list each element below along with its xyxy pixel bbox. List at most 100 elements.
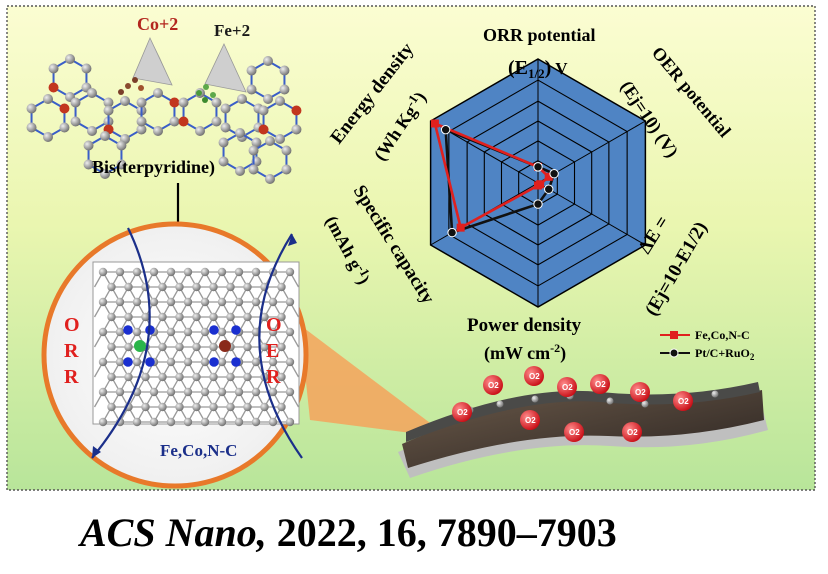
lattice-carbon-atom (217, 357, 227, 367)
radar-chart (429, 58, 647, 308)
lattice-carbon-atom (158, 312, 167, 322)
carbon-atom (116, 140, 127, 151)
journal-name: ACS Nano, (80, 510, 267, 555)
carbon-atom (220, 103, 231, 114)
lattice-carbon-atom (243, 282, 252, 292)
lattice-carbon-atom (251, 357, 261, 367)
series-fecon-marker (534, 181, 542, 190)
lattice-carbon-atom (115, 387, 125, 397)
lattice-carbon-atom (200, 327, 210, 337)
carbon-atom (248, 145, 259, 156)
lattice-carbon-atom (251, 327, 261, 337)
lattice-carbon-atom (98, 327, 108, 337)
lattice-carbon-atom (166, 357, 176, 367)
oxygen-bubble-label: O2 (457, 408, 468, 417)
oxygen-bubble (524, 366, 544, 386)
iron-ion-cone (196, 43, 247, 103)
lattice-carbon-atom (107, 402, 116, 412)
series-fecon-marker (544, 172, 553, 181)
carbon-atom (153, 88, 163, 98)
lattice-carbon-atom (132, 267, 142, 277)
lattice-carbon-atom (98, 267, 108, 277)
lattice-carbon-atom (175, 402, 184, 412)
lattice-carbon-atom (124, 342, 133, 352)
lattice-carbon-atom (115, 357, 125, 367)
lattice-carbon-atom (141, 312, 150, 322)
nitrogen-atom (291, 105, 302, 116)
lattice-carbon-atom (183, 357, 193, 367)
fe-site-atom (134, 340, 146, 352)
oxygen-bubble (452, 402, 472, 422)
oxygen-bubble-label: O2 (635, 388, 646, 397)
lattice-nitrogen-atom (145, 357, 155, 367)
oxygen-bubble-label: O2 (529, 372, 540, 381)
series-ptc-marker (447, 227, 457, 238)
power-axis-unit: (mW cm-2) (484, 341, 566, 364)
lattice-carbon-atom (285, 417, 295, 427)
cobalt-ion-label: Co+2 (137, 14, 178, 34)
oxygen-bubble-label: O2 (678, 397, 689, 406)
carbon-atom (258, 105, 269, 116)
lattice-carbon-atom (98, 297, 108, 307)
lattice-carbon-atom (200, 387, 210, 397)
lattice-carbon-atom (243, 402, 252, 412)
co-site-atom (219, 340, 231, 352)
lattice-carbon-atom (285, 297, 295, 307)
lattice-carbon-atom (192, 282, 201, 292)
carbon-atom (70, 116, 81, 127)
carbon-atom (235, 166, 245, 176)
lattice-nitrogen-atom (231, 357, 241, 367)
callout-wedge (300, 325, 450, 438)
carbon-atom (83, 159, 94, 170)
lattice-carbon-atom (124, 282, 133, 292)
carbon-atom (87, 126, 97, 136)
lattice-carbon-atom (107, 342, 116, 352)
lattice-carbon-atom (124, 372, 133, 382)
carbon-atom (220, 122, 231, 133)
catalyst-particle (641, 400, 649, 408)
carbon-atom (26, 122, 37, 133)
orr-axis-title: ORR potential (483, 25, 596, 45)
lattice-carbon-atom (107, 282, 116, 292)
lattice-carbon-atom (285, 357, 295, 367)
oxygen-bubble (564, 422, 584, 442)
catalyst-particle (606, 397, 614, 405)
lattice-carbon-atom (115, 267, 125, 277)
lattice-carbon-atom (200, 417, 210, 427)
lattice-carbon-atom (234, 267, 244, 277)
lattice-carbon-atom (124, 312, 133, 322)
lattice-carbon-atom (158, 282, 167, 292)
lattice-carbon-atom (251, 267, 261, 277)
lattice-carbon-atom (175, 372, 184, 382)
lattice-carbon-atom (149, 417, 159, 427)
carbon-atom (218, 156, 229, 167)
carbon-atom (100, 169, 110, 179)
lattice-carbon-atom (226, 402, 235, 412)
lattice-carbon-atom (243, 342, 252, 352)
carbon-atom (263, 94, 273, 104)
catalyst-particle (711, 390, 719, 398)
carbon-atom (291, 124, 302, 135)
carbon-atom (116, 159, 127, 170)
series-fecon-marker (430, 119, 439, 128)
iron-ion-label: Fe+2 (214, 21, 250, 40)
lattice-carbon-atom (132, 297, 142, 307)
nitrogen-doped-graphene-lattice (93, 267, 300, 427)
carbon-atom (87, 88, 97, 98)
radar-spoke (537, 182, 646, 246)
lattice-carbon-atom (217, 417, 227, 427)
oxygen-bubble (483, 375, 503, 395)
carbon-atom (65, 54, 75, 64)
lattice-carbon-atom (209, 372, 218, 382)
lattice-carbon-atom (268, 327, 278, 337)
carbon-atom (100, 131, 110, 141)
series-ptc-marker (533, 162, 543, 172)
lattice-carbon-atom (132, 417, 142, 427)
carbon-atom (43, 94, 53, 104)
lattice-carbon-atom (260, 312, 269, 322)
lattice-carbon-atom (158, 402, 167, 412)
cobalt-ion-cone (118, 37, 173, 95)
carbon-atom (43, 132, 53, 142)
